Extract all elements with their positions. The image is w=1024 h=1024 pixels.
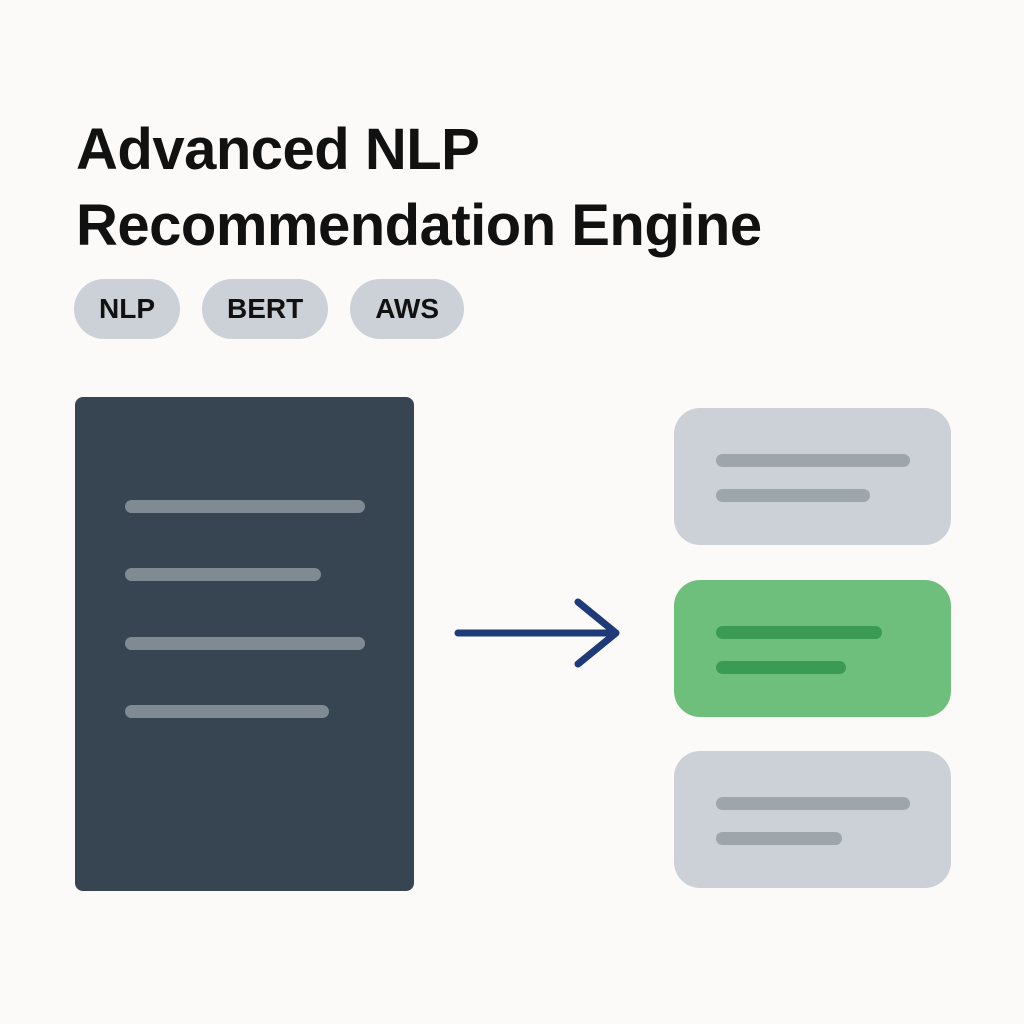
arrow-right-icon [450, 596, 630, 674]
result-card-line [716, 797, 910, 810]
title-line-2: Recommendation Engine [76, 193, 762, 258]
tag-aws: AWS [350, 279, 465, 339]
result-card-line [716, 661, 846, 674]
document-icon [75, 397, 414, 891]
result-card-line [716, 489, 870, 502]
document-text-line [125, 568, 321, 581]
title-line-1: Advanced NLP [76, 117, 480, 182]
result-card-line [716, 626, 882, 639]
page-title: Advanced NLP Recommendation Engine [76, 112, 762, 264]
document-text-line [125, 500, 365, 513]
document-text-line [125, 637, 365, 650]
tag-list: NLP BERT AWS [74, 279, 465, 339]
result-card-line [716, 454, 910, 467]
result-card-highlighted [674, 580, 951, 717]
result-card [674, 408, 951, 545]
document-text-line [125, 705, 329, 718]
result-card-line [716, 832, 842, 845]
result-card [674, 751, 951, 888]
tag-nlp: NLP [74, 279, 180, 339]
tag-bert: BERT [202, 279, 329, 339]
